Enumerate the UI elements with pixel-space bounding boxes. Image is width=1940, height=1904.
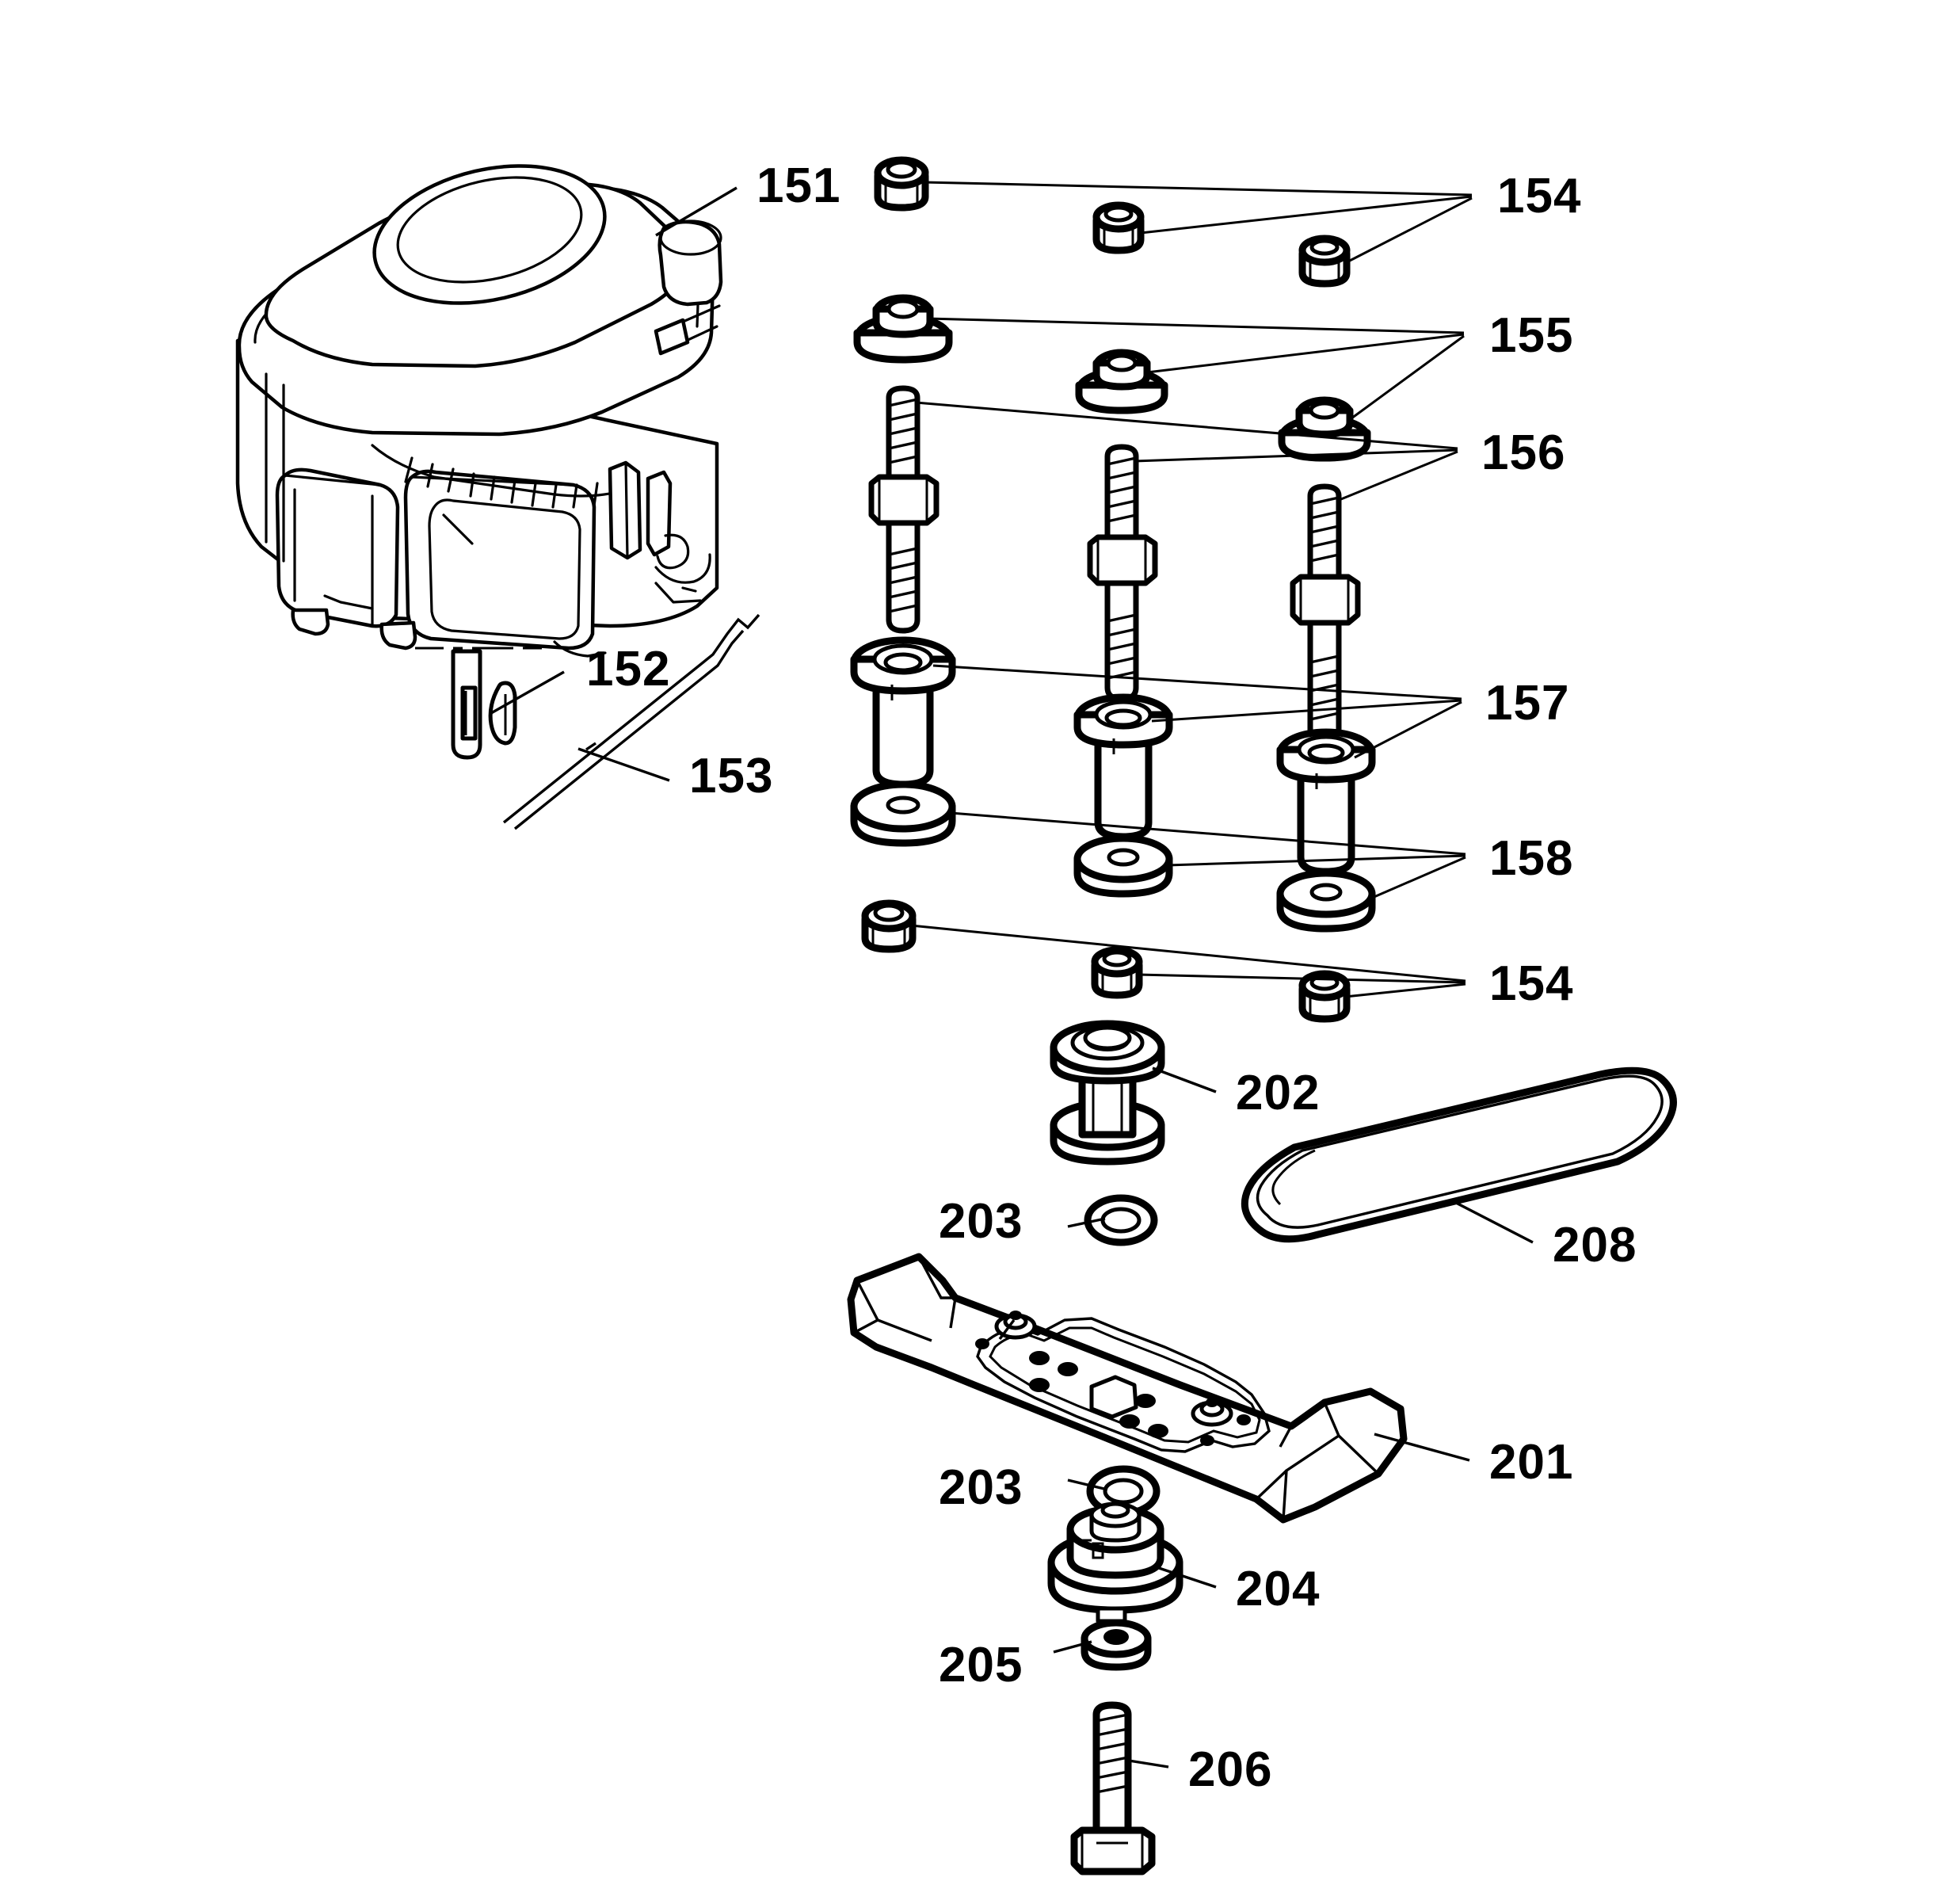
leader-156-1 [915,401,1458,450]
leader-154b-3 [1344,983,1466,998]
leader-202 [1152,1066,1217,1093]
stud-threads-upper-2 [1107,456,1137,523]
stud-threads-upper-1 [888,398,918,464]
callout-label-158: 158 [1489,831,1573,886]
lock-nut-top-1 [874,156,929,212]
grommet-3 [1278,396,1371,462]
lock-nut-bottom-2 [1091,946,1143,999]
blade-bolt-drawing [1070,1701,1156,1875]
lock-nut-bottom-3 [1298,970,1351,1023]
leader-152 [490,670,565,715]
leader-203-lower [1067,1479,1108,1491]
lock-nut-bottom-1 [861,899,917,953]
dipstick-rod-drawing [502,613,760,830]
drive-belt-drawing [1241,1066,1677,1243]
engine-assembly-drawing [235,164,723,658]
cooling-fins [404,456,599,509]
leader-203-upper [1067,1217,1106,1228]
leader-157-3 [1354,700,1462,759]
callout-label-151: 151 [757,158,840,213]
leader-154b-1 [910,924,1466,983]
leader-156-3 [1336,450,1458,502]
leader-158-2 [1167,854,1466,867]
leader-206 [1128,1759,1169,1769]
blade-bolt-washer-drawing [1081,1619,1152,1671]
leader-155-3 [1351,334,1465,420]
leader-155-1 [926,317,1465,334]
stud-threads-lower-2 [1107,613,1137,680]
leader-154a-3 [1344,197,1473,265]
mower-blade-drawing [847,1253,1408,1524]
grommet-1 [853,294,953,364]
callout-label-153: 153 [689,749,773,803]
blade-washer-upper [1084,1194,1158,1246]
callout-label-152: 152 [586,642,670,696]
callout-label-156: 156 [1481,425,1565,480]
stud-threads-upper-3 [1309,496,1340,563]
callout-label-155: 155 [1489,308,1573,363]
lock-nut-top-2 [1092,201,1145,254]
callout-label-205: 205 [939,1638,1023,1692]
bolt-threads [1096,1713,1129,1794]
leader-158-3 [1370,856,1466,900]
flat-washer-2 [1073,834,1173,898]
stud-threads-lower-1 [888,547,918,613]
leader-154a-2 [1140,195,1473,235]
callout-label-201: 201 [1489,1435,1573,1490]
engine-shaft-and-key-drawing [415,647,542,760]
threaded-stud-2 [1087,444,1158,702]
bushing-2 [1073,693,1173,841]
leader-154a-1 [923,181,1473,197]
grommet-2 [1075,349,1168,414]
callout-label-203-lower: 203 [939,1460,1023,1515]
leader-155-2 [1146,333,1465,374]
leader-157-1 [932,664,1462,700]
callout-label-206: 206 [1188,1742,1272,1797]
leader-201 [1374,1433,1470,1462]
leader-157-2 [1151,699,1462,723]
bushing-1 [850,636,956,788]
lock-nut-top-3 [1298,235,1351,288]
threaded-stud-3 [1290,483,1361,743]
callout-label-203-upper: 203 [939,1194,1023,1249]
bushing-3 [1276,728,1376,876]
threaded-stud-1 [868,385,940,634]
flat-washer-3 [1276,869,1376,933]
leader-204 [1156,1566,1217,1589]
leader-153 [577,747,670,782]
blade-washer-lower [1086,1465,1161,1517]
leader-151 [655,186,738,237]
callout-label-154-bottom: 154 [1489,956,1573,1011]
callout-label-202: 202 [1236,1066,1320,1120]
blade-spacer-drawing [1050,1020,1165,1166]
leader-205 [1053,1640,1092,1654]
callout-label-157: 157 [1485,676,1569,731]
blade-adapter-drawing [1047,1501,1183,1624]
leader-208 [1455,1201,1534,1244]
leader-154b-2 [1137,973,1466,984]
callout-label-204: 204 [1236,1562,1320,1616]
callout-label-208: 208 [1553,1218,1637,1273]
leader-156-2 [1134,448,1458,463]
flat-washer-1 [850,780,956,847]
leader-158-1 [950,811,1466,856]
callout-label-154-top: 154 [1497,169,1581,223]
